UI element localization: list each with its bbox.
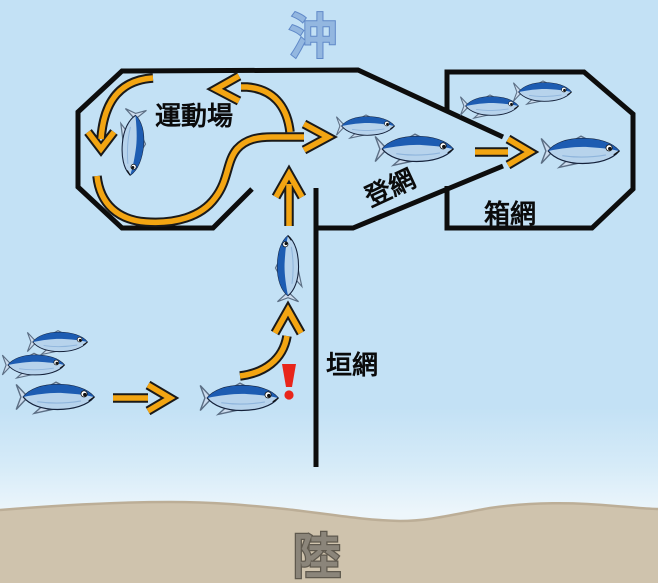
shoreline-edge — [0, 500, 658, 523]
alert-exclamation-icon — [282, 364, 296, 400]
box-net-outline — [444, 69, 636, 231]
fence-net-label: 垣網 — [326, 350, 378, 380]
offshore-label: 沖 — [289, 11, 337, 64]
box-net-label: 箱網 — [484, 199, 536, 229]
fish-box-net-small-2 — [512, 80, 572, 105]
fence-turn-up-arrow — [239, 300, 306, 381]
box-entry-arrow — [475, 134, 540, 170]
fish-school-1 — [26, 330, 88, 356]
fish-climbing-net-small — [335, 114, 395, 139]
fish-climbing-net-large — [374, 133, 454, 167]
circulation-arrow — [84, 73, 154, 157]
fish-exercise-area — [115, 107, 150, 177]
fish-box-net-small-1 — [459, 94, 519, 119]
exercise-area-label: 運動場 — [155, 101, 233, 131]
seabed-sand — [0, 502, 658, 583]
climbing-net-lower-line — [316, 163, 504, 231]
land-label: 陸 — [293, 531, 341, 583]
fish-school-3 — [15, 381, 95, 415]
fish-corridor-up — [274, 235, 303, 303]
entrance-up-arrow — [271, 164, 307, 226]
fish-school-2 — [1, 352, 65, 379]
exercise-swim-arrow — [92, 119, 338, 228]
fish-at-fence — [199, 382, 279, 416]
school-forward-arrow — [113, 380, 180, 416]
exercise-area-net-outline — [75, 67, 505, 231]
loop-back-arrow — [206, 71, 295, 133]
fish-box-net-large — [540, 135, 620, 169]
